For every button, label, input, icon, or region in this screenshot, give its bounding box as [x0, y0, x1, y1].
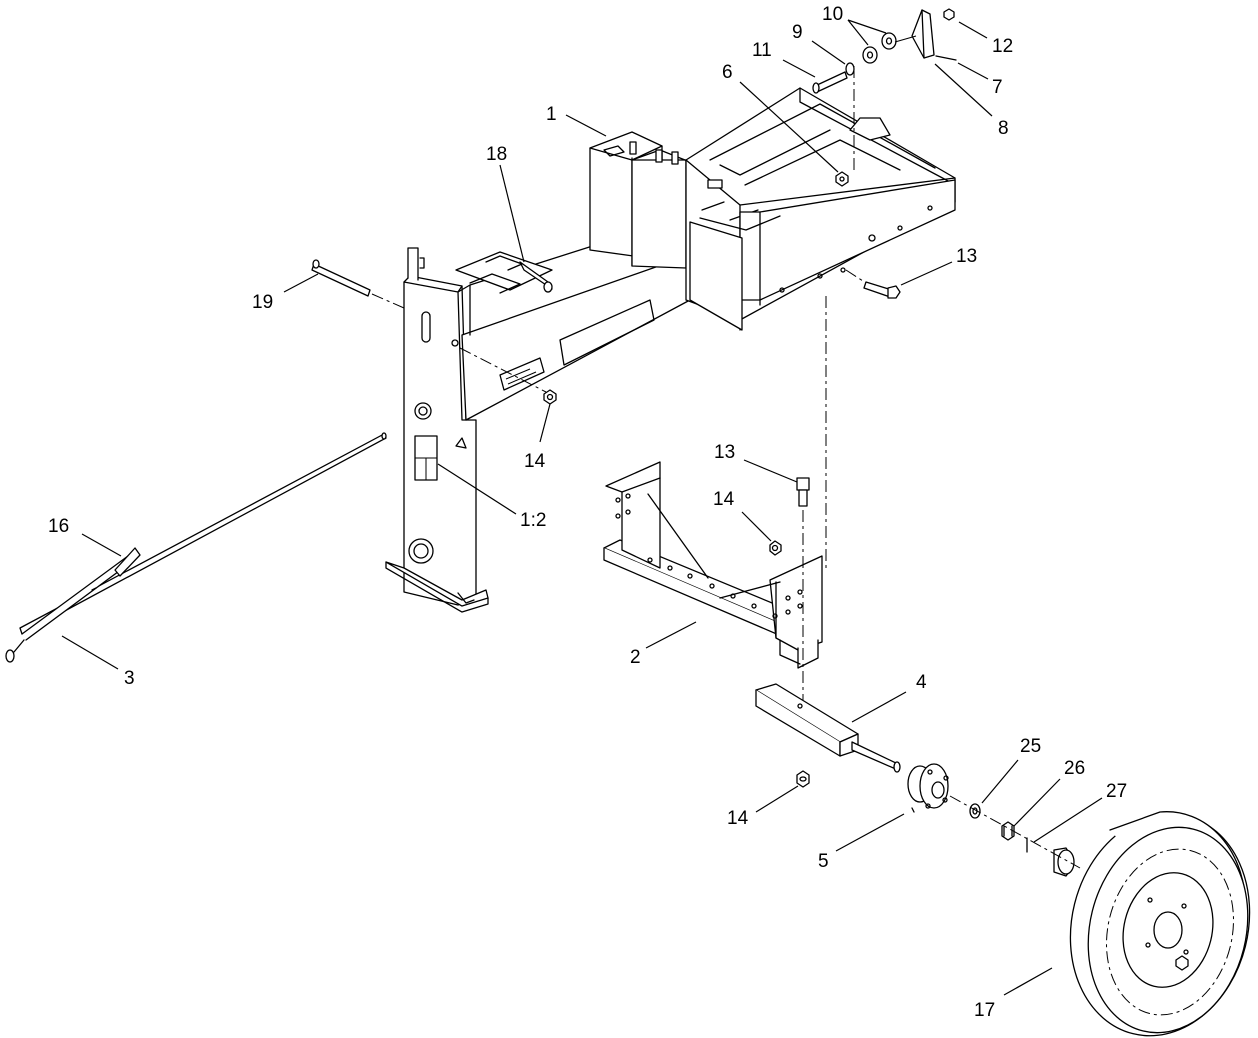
callout-26: 26	[1064, 758, 1085, 779]
callout-10: 10	[822, 4, 843, 25]
callout-12: 12	[992, 36, 1013, 57]
washer-25	[969, 803, 981, 819]
callout-5: 5	[818, 851, 829, 872]
pivot-hardware	[812, 8, 957, 187]
tongue-handle	[5, 432, 387, 663]
callout-labels: 1 2 3 4 5 6 7 8 9 10 11 12 13 13 14 14 1…	[48, 4, 1127, 1021]
callout-14-middle: 14	[713, 489, 735, 510]
main-frame	[385, 87, 956, 613]
callout-7: 7	[992, 77, 1003, 98]
callout-27: 27	[1106, 781, 1127, 802]
nut-14-lower	[796, 770, 810, 788]
callout-17: 17	[974, 1000, 995, 1021]
wheel	[1069, 811, 1251, 1037]
callout-14-upper: 14	[524, 451, 546, 472]
wheel-bracket	[603, 461, 823, 669]
hitch-pin	[311, 259, 405, 309]
callout-6: 6	[722, 62, 733, 83]
dust-cap	[1053, 847, 1075, 877]
callout-14-lower: 14	[727, 808, 749, 829]
callout-11: 11	[752, 40, 772, 61]
leader-lines	[61, 19, 1103, 996]
bolt-13-side	[845, 269, 901, 299]
callout-2: 2	[630, 647, 641, 668]
callout-3: 3	[124, 668, 135, 689]
callout-19: 19	[252, 292, 273, 313]
axle	[755, 683, 901, 773]
callout-9: 9	[792, 22, 803, 43]
callout-18: 18	[486, 144, 507, 165]
nut-14-middle	[769, 540, 782, 556]
callout-13-side: 13	[956, 246, 977, 267]
callout-25: 25	[1020, 736, 1041, 757]
nut-14-upper	[459, 347, 557, 405]
callout-4: 4	[916, 672, 927, 693]
callout-13-vertical: 13	[714, 442, 735, 463]
bolt-13-vertical	[796, 477, 810, 718]
callout-1-2: 1:2	[520, 510, 546, 531]
callout-1: 1	[546, 104, 557, 125]
hub	[907, 763, 949, 813]
callout-8: 8	[998, 118, 1009, 139]
callout-16: 16	[48, 516, 69, 537]
